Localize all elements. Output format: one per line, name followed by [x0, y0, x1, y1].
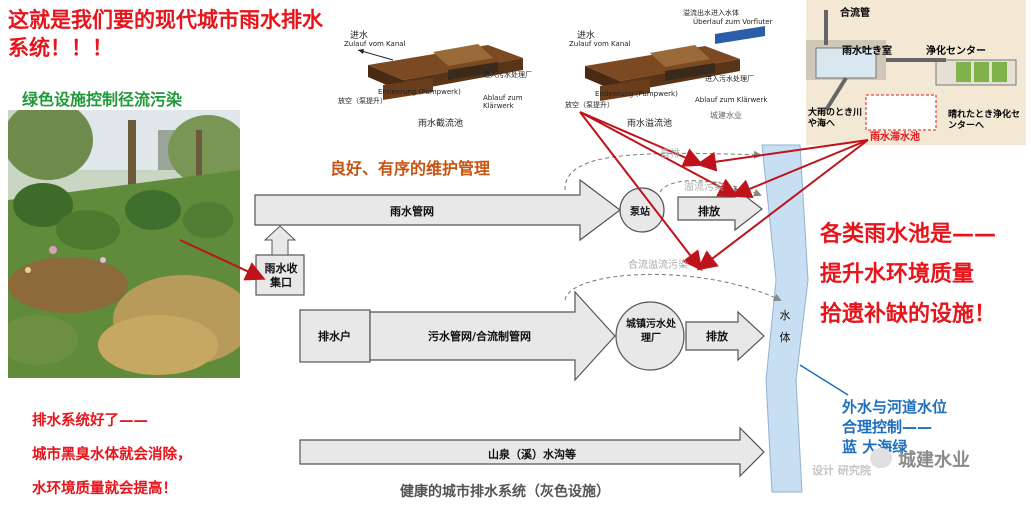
tank1-arrow-c: [579, 111, 703, 272]
stormwater-network-label: 雨水管网: [390, 205, 434, 218]
right-note-line-2: 提升水环境质量: [820, 262, 975, 287]
stormwater-overflow-tank-diagram: 溢流出水进入水体 Überlauf zum Vorfluter 进水 Zulau…: [565, 6, 775, 136]
jp-arrow-a: [696, 139, 869, 172]
wwtp-circle: [615, 301, 685, 371]
tank2-zulauf-label: Zulauf vom Kanal: [569, 40, 631, 48]
sewage-network-label: 污水管网/合流制管网: [428, 330, 532, 343]
green-facility-caption: 绿色设施控制径流污染: [22, 90, 183, 109]
discharge-top-label: 排放: [698, 205, 720, 218]
tank2-to-plant-label: 进入污水处理厂: [705, 75, 754, 83]
tank2-ablauf-label: Ablauf zum Klärwerk: [695, 96, 768, 104]
right-notes: 各类雨水池是—— 提升水环境质量 拾遗补缺的设施！: [820, 215, 1025, 335]
right-note-line-3: 拾遗补缺的设施！: [820, 302, 997, 327]
jp-tank-label: 雨水滞水池: [870, 132, 920, 143]
left-note-line-3: 水环境质量就会提高！: [32, 481, 177, 497]
drainage-household-box: [299, 309, 371, 363]
stormwater-interception-tank-diagram: 进水 Zulauf vom Kanal 进入污水处理厂 Entleerung (…: [338, 10, 548, 135]
tank1-inlet-label: 进水: [350, 31, 369, 41]
jp-heavy-rain-label: 大雨のとき川や海へ: [808, 108, 863, 129]
tank2-watermark: 城建水业: [710, 111, 742, 120]
jp-clear-day-label: 晴れたとき浄化センターへ: [948, 110, 1021, 131]
green-facility-photo: [8, 110, 240, 378]
discharge-top-arrow: [677, 186, 763, 232]
combined-overflow-curve: [564, 274, 782, 302]
mountain-spring-arrow: [299, 426, 765, 478]
pump-station-label: 泵站: [630, 207, 650, 218]
collection-port-label: 雨水收集口: [264, 262, 298, 289]
maintenance-label: 良好、有序的维护管理: [330, 159, 491, 178]
jp-arrow-b: [731, 139, 869, 199]
jp-center-label: 浄化センター: [926, 46, 986, 57]
blue-note-line-2: 合理控制——: [842, 418, 933, 436]
tank2-entleerung-label: Entleerung (Pumpwerk): [595, 90, 678, 98]
page-title: 这就是我们要的现代城市雨水排水系统！！！: [8, 8, 323, 60]
tank1-entleerung-label: Entleerung (Pumpwerk): [378, 88, 461, 96]
left-notes: 排水系统好了—— 城市黑臭水体就会消除， 水环境质量就会提高！: [32, 404, 272, 506]
pump-station-circle: [619, 187, 665, 233]
left-note-line-2: 城市黑臭水体就会消除，: [32, 447, 192, 463]
right-note-line-1: 各类雨水池是——: [820, 222, 997, 247]
jp-chamber-label: 雨水吐き室: [842, 46, 892, 57]
sewage-network-arrow: [369, 290, 616, 382]
jp-pipe-label: 合流管: [840, 8, 870, 19]
faint-watermark: 设计 研究院: [812, 464, 871, 477]
tank2-overflow-top-label: 溢流出水进入水体: [683, 9, 739, 17]
discharge-mid-label: 排放: [706, 330, 728, 343]
watermark-logo: 城建水业: [870, 446, 1022, 472]
water-to-note-arrow: [799, 364, 849, 396]
tank1-arrow-b: [579, 111, 739, 197]
tank2-inlet-label: 进水: [577, 31, 596, 41]
tank1-zulauf-label: Zulauf vom Kanal: [344, 40, 406, 48]
wwtp-label: 城镇污水处理厂: [626, 319, 676, 344]
water-body-label: 水体: [779, 309, 791, 344]
chat-icon: [870, 448, 892, 468]
photo-to-collection-arrow: [179, 239, 266, 281]
overflow-pollution-label: 溢流污染: [684, 182, 724, 193]
combined-overflow-label: 合流溢流污染: [628, 260, 688, 271]
discharge-mid-arrow: [685, 310, 765, 362]
blue-notes: 外水与河道水位 合理控制—— 蓝 大海绿: [842, 397, 1002, 457]
jp-arrow-c: [696, 139, 869, 271]
blue-note-line-3: 蓝 大海绿: [842, 438, 908, 456]
watermark-logo-text: 城建水业: [898, 450, 970, 471]
tank2-caption: 雨水溢流池: [627, 119, 673, 129]
tank1-empty-label: 放空（泵提升）: [338, 97, 387, 105]
left-note-line-1: 排水系统好了——: [32, 413, 148, 429]
direct-discharge-label: 直排: [660, 149, 680, 160]
collection-up-arrow: [263, 225, 297, 256]
rainwater-retention-diagram: 合流管 雨水吐き室 浄化センター 大雨のとき川や海へ 雨水滞水池 晴れたとき浄化…: [806, 0, 1026, 145]
drainage-household-label: 排水户: [318, 330, 351, 343]
tank2-empty-label: 放空（泵提升）: [565, 101, 614, 109]
mountain-springs-label: 山泉（溪）水沟等: [488, 448, 576, 461]
tank1-arrow-a: [579, 111, 704, 167]
blue-note-line-1: 外水与河道水位: [842, 398, 948, 416]
tank2-ueberlauf-label: Überlauf zum Vorfluter: [693, 18, 773, 26]
tank1-to-plant-label: 进入污水处理厂: [483, 71, 532, 79]
tank1-ablauf-label: Ablauf zum Klärwerk: [483, 94, 523, 110]
bottom-title: 健康的城市排水系统（灰色设施）: [400, 484, 610, 500]
stormwater-network-arrow: [254, 178, 621, 242]
tank1-caption: 雨水截流池: [418, 119, 464, 129]
